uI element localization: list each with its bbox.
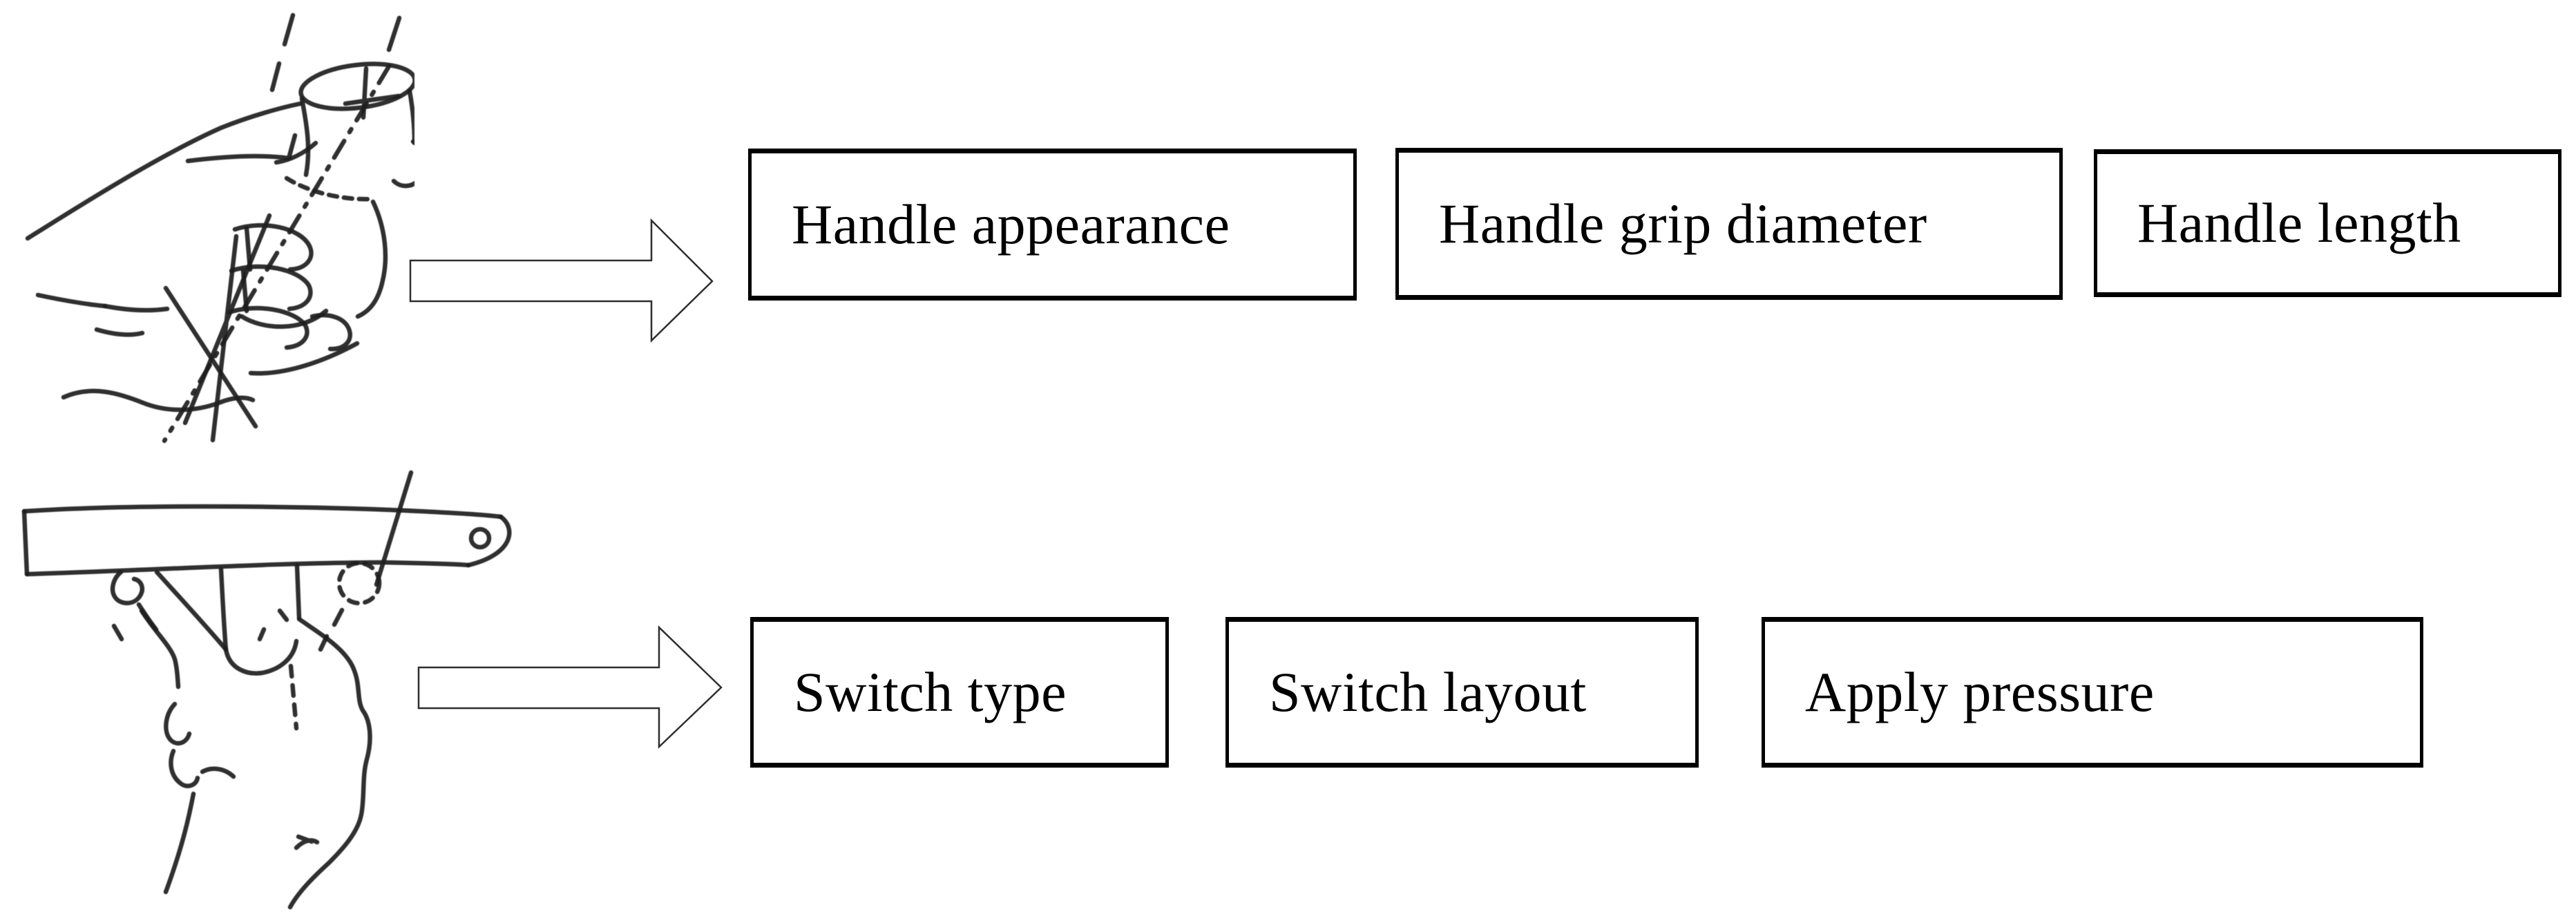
axis-line <box>162 64 392 444</box>
fingertip-hook <box>200 766 236 779</box>
finger-1 <box>232 222 314 272</box>
flow-box-handle-appearance: Handle appearance <box>748 149 1357 301</box>
axis-dash-2 <box>269 12 296 93</box>
crossing-diagonal <box>374 470 414 587</box>
flow-box-label: Switch type <box>794 661 1067 723</box>
hand-top-contour <box>25 101 303 241</box>
right-arrow-icon <box>409 218 714 343</box>
handle-end-face <box>298 61 414 111</box>
flow-box-label: Handle grip diameter <box>1439 192 1927 255</box>
handle-left-edge <box>218 567 229 652</box>
thumb-lower-edge <box>139 608 181 690</box>
flow-box-switch-type: Switch type <box>750 617 1169 768</box>
flow-box-apply-pressure: Apply pressure <box>1762 617 2423 768</box>
wrist-fork <box>294 834 320 851</box>
flow-box-label: Apply pressure <box>1805 661 2155 723</box>
bar-hole <box>468 526 492 550</box>
axis-dash <box>386 15 402 53</box>
flow-box-label: Handle appearance <box>792 193 1230 256</box>
flow-box-switch-layout: Switch layout <box>1225 617 1699 768</box>
lower-left-contour <box>35 292 108 309</box>
handle-right-edge <box>294 563 302 620</box>
small-dashes <box>111 608 289 642</box>
tool-shaft <box>182 213 272 443</box>
hand-grip-cylindrical-handle-illustration <box>25 12 414 444</box>
thumb-web-line <box>185 133 298 164</box>
handle-hidden-dashed <box>288 663 299 731</box>
flow-box-handle-grip-diameter: Handle grip diameter <box>1395 148 2063 300</box>
index-edge <box>154 569 229 652</box>
flow-box-label: Handle length <box>2137 191 2461 254</box>
palm-right-contour <box>287 616 372 910</box>
thumb-curl <box>110 569 144 606</box>
bar-rounded-end <box>466 514 512 568</box>
cylinder-sides <box>299 88 414 178</box>
bar-top-edge <box>21 504 504 520</box>
finger-loop-2 <box>169 748 200 788</box>
fingertip-lines <box>94 303 170 337</box>
fist-right-contour <box>355 199 388 319</box>
bar-left-end <box>21 509 30 577</box>
right-arrow-icon <box>417 625 723 749</box>
wrist-cross-line <box>163 285 258 429</box>
flow-box-handle-length: Handle length <box>2094 149 2561 297</box>
cylinder-to-fist-edge <box>274 140 318 165</box>
finger-4 <box>309 312 352 352</box>
flow-box-label: Switch layout <box>1269 661 1587 723</box>
hidden-rim-dashed <box>284 175 376 202</box>
finger-loop-1 <box>164 701 192 746</box>
wrist-wave-line <box>61 388 256 412</box>
knuckle-bulge <box>391 139 414 189</box>
hand-grip-switch-bar-illustration <box>21 470 512 910</box>
fist-bottom <box>239 308 360 376</box>
finger-2 <box>229 264 313 312</box>
hidden-dashed-ring <box>336 560 382 606</box>
bar-bottom-edge <box>24 560 471 577</box>
wrist-left-line <box>163 791 196 895</box>
handle-bottom-u <box>223 638 299 676</box>
